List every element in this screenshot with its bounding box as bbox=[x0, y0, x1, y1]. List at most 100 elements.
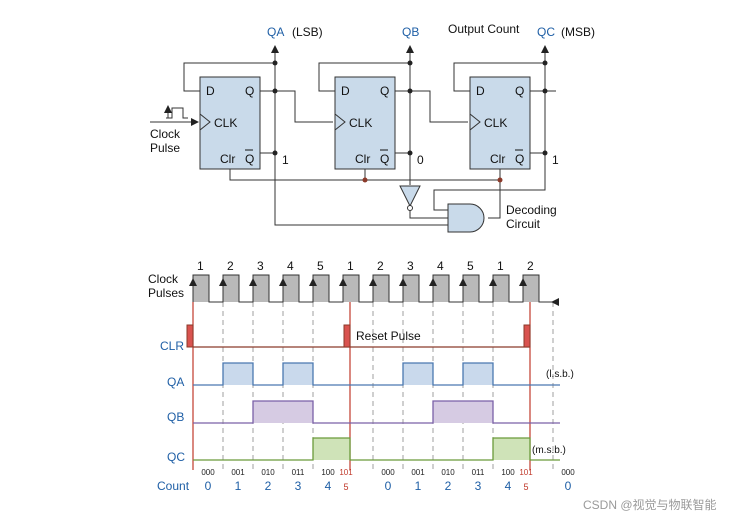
binary-value: 000 bbox=[381, 468, 395, 477]
clock-pulse bbox=[463, 275, 479, 302]
pulse-number: 2 bbox=[377, 259, 384, 273]
flip-flop-b: D Q CLK Clr Q bbox=[334, 76, 396, 170]
binary-value: 011 bbox=[292, 468, 305, 477]
waveform-fill bbox=[463, 363, 493, 385]
qa-note: (l.s.b.) bbox=[546, 369, 574, 380]
waveform-fill bbox=[433, 401, 463, 423]
decoding-label-2: Circuit bbox=[506, 217, 541, 231]
waveform-fill bbox=[283, 401, 313, 423]
binary-value: 001 bbox=[411, 468, 425, 477]
clock-line bbox=[192, 274, 553, 303]
svg-text:Q: Q bbox=[515, 152, 524, 166]
binary-value: 000 bbox=[201, 468, 215, 477]
flip-flop-c: D Q CLK Clr Q bbox=[469, 76, 531, 170]
waveform-fill bbox=[313, 438, 343, 460]
svg-text:CLK: CLK bbox=[484, 116, 507, 130]
pulse-number: 4 bbox=[437, 259, 444, 273]
qb-waveform bbox=[193, 400, 560, 424]
circuit: D Q CLK Clr Q D Q CLK Clr Q D Q CLK Clr … bbox=[150, 22, 595, 233]
svg-text:D: D bbox=[206, 84, 215, 98]
clock-pulse bbox=[313, 275, 329, 302]
count-value: 5 bbox=[523, 482, 528, 492]
pulse-number: 5 bbox=[467, 259, 474, 273]
qbar-value-a: 1 bbox=[282, 153, 289, 167]
waveform-fill bbox=[493, 438, 523, 460]
pulse-number: 4 bbox=[287, 259, 294, 273]
binary-value: 011 bbox=[472, 468, 485, 477]
binary-value: 000 bbox=[561, 468, 575, 477]
clock-pulse bbox=[253, 275, 269, 302]
clock-pulses-label-1: Clock bbox=[148, 272, 179, 286]
output-count-label: Output Count bbox=[448, 22, 520, 36]
count-value: 4 bbox=[325, 479, 332, 493]
output-arrows bbox=[271, 45, 549, 62]
count-value: 3 bbox=[475, 479, 482, 493]
svg-text:CLK: CLK bbox=[214, 116, 237, 130]
clock-pulse bbox=[283, 275, 299, 302]
output-note-qc: (MSB) bbox=[561, 25, 595, 39]
clock-pulse bbox=[433, 275, 449, 302]
junction-dots bbox=[272, 60, 548, 183]
count-value: 2 bbox=[445, 479, 452, 493]
clock-input: Clock Pulse bbox=[150, 105, 199, 155]
svg-text:Q: Q bbox=[515, 84, 524, 98]
clock-pulses-label-2: Pulses bbox=[148, 286, 184, 300]
decoding-label-1: Decoding bbox=[506, 203, 557, 217]
pulse-number: 3 bbox=[257, 259, 264, 273]
count-label: Count bbox=[157, 479, 190, 493]
svg-text:Clr: Clr bbox=[490, 152, 505, 166]
qa-waveform bbox=[193, 362, 560, 386]
reset-pulse bbox=[523, 324, 531, 348]
svg-text:Clock: Clock bbox=[150, 127, 181, 141]
clock-waveform bbox=[189, 274, 559, 306]
svg-text:Q: Q bbox=[380, 84, 389, 98]
count-value: 0 bbox=[565, 479, 572, 493]
signal-label-qc: QC bbox=[167, 450, 185, 464]
count-value: 4 bbox=[505, 479, 512, 493]
waveform-fill bbox=[523, 438, 530, 460]
svg-text:D: D bbox=[476, 84, 485, 98]
pulse-number: 1 bbox=[197, 259, 204, 273]
reset-pulse bbox=[186, 324, 194, 348]
pulse-number: 1 bbox=[347, 259, 354, 273]
waveform-fill bbox=[283, 363, 313, 385]
clock-pulse bbox=[193, 275, 209, 302]
clock-pulse bbox=[493, 275, 509, 302]
clock-pulse bbox=[343, 275, 359, 302]
waveform-fill bbox=[403, 363, 433, 385]
binary-value: 010 bbox=[261, 468, 275, 477]
count-value: 1 bbox=[415, 479, 422, 493]
svg-text:Clr: Clr bbox=[355, 152, 370, 166]
waveform-fill bbox=[463, 401, 493, 423]
count-value: 1 bbox=[235, 479, 242, 493]
signal-label-clr: CLR bbox=[160, 339, 184, 353]
count-value: 5 bbox=[343, 482, 348, 492]
watermark: CSDN @视觉与物联智能 bbox=[583, 497, 717, 512]
inverter-gate bbox=[399, 185, 421, 211]
count-value: 0 bbox=[205, 479, 212, 493]
qc-note: (m.s.b.) bbox=[532, 445, 566, 456]
clock-pulse bbox=[523, 275, 539, 302]
svg-text:D: D bbox=[341, 84, 350, 98]
pulse-number: 3 bbox=[407, 259, 414, 273]
count-value: 0 bbox=[385, 479, 392, 493]
signal-waveforms bbox=[186, 324, 560, 461]
binary-value: 100 bbox=[321, 468, 335, 477]
binary-value: 010 bbox=[441, 468, 455, 477]
binary-value: 101 bbox=[519, 468, 533, 477]
svg-text:Q: Q bbox=[380, 152, 389, 166]
waveform-fill bbox=[343, 438, 350, 460]
clock-pulse bbox=[223, 275, 239, 302]
output-label-qc: QC bbox=[537, 25, 555, 39]
svg-text:Q: Q bbox=[245, 152, 254, 166]
pulse-number: 5 bbox=[317, 259, 324, 273]
output-label-qa: QA bbox=[267, 25, 284, 39]
and-gate bbox=[447, 203, 485, 233]
svg-text:Clr: Clr bbox=[220, 152, 235, 166]
svg-text:Q: Q bbox=[245, 84, 254, 98]
